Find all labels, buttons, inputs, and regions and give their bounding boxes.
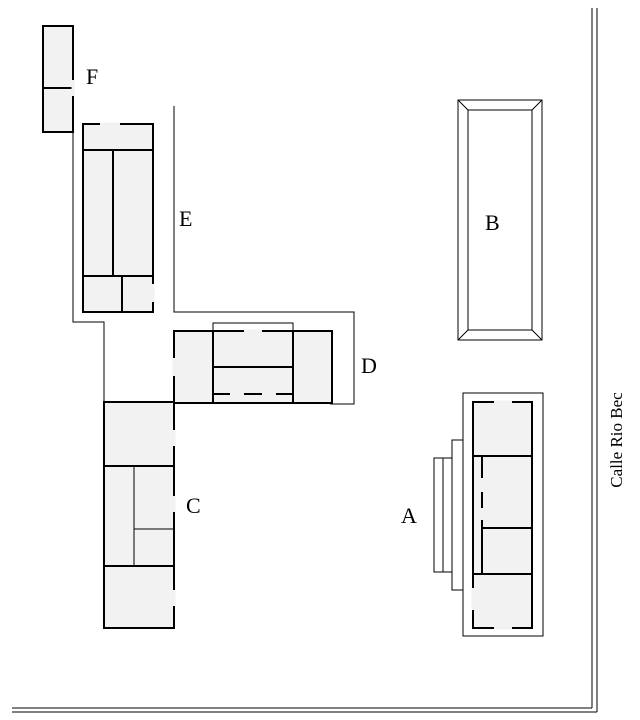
- label-e: E: [179, 206, 192, 231]
- label-d: D: [361, 353, 377, 378]
- structure-c: [103, 401, 176, 629]
- structure-b: [457, 99, 543, 341]
- structure-d: [172, 322, 333, 404]
- label-f: F: [86, 64, 98, 89]
- structure-a: [433, 392, 544, 637]
- site-border: [12, 8, 598, 713]
- structure-e: [82, 122, 155, 313]
- label-a: A: [401, 503, 417, 528]
- structure-f: [42, 25, 75, 133]
- label-b: B: [485, 210, 500, 235]
- label-c: C: [186, 493, 201, 518]
- street-label: Calle Rio Bec: [607, 392, 626, 488]
- platform-outline: [72, 106, 355, 405]
